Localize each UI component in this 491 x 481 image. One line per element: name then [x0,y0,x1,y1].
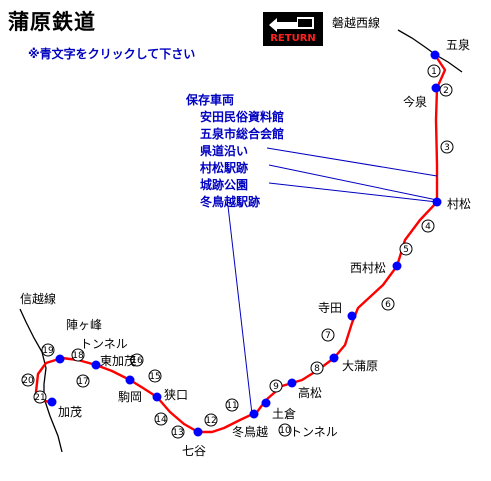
station-label-semaguchi: 狭口 [164,388,189,402]
section-marker-10: 10 [278,423,292,437]
section-marker-17: 17 [76,374,90,388]
station-label-higashikamo: 東加茂 [100,354,137,368]
station-dot-okambara [329,353,339,363]
section-marker-1: 1 [427,64,441,78]
station-label-imaizumi: 今泉 [403,95,428,109]
section-marker-14: 14 [154,412,168,426]
instruction-note: ※青文字をクリックして下さい [28,47,196,61]
preserved-cars-heading: 保存車両 [186,93,235,107]
section-marker-11: 11 [225,398,239,412]
section-marker-label: 14 [155,415,167,425]
station-label-fuyutorigoe: 冬鳥越 [232,425,269,439]
banetsu-west-line-label: 磐越西線 [332,16,381,30]
section-marker-8: 8 [310,361,324,375]
shinetsu-line [19,308,63,453]
section-marker-19: 19 [41,343,55,357]
station-label-nanatani: 七谷 [182,444,207,458]
shinetsu-line-label: 信越線 [20,292,57,306]
station-dot-gosen [430,50,440,60]
preserved-link-prefectural-road[interactable]: 県道沿い [200,144,249,158]
station-dot-nanatani [193,427,203,437]
return-label: RETURN [270,33,316,44]
section-marker-label: 15 [149,372,160,382]
station-label-takamatsu: 高松 [298,386,323,400]
station-label-okambara: 大蒲原 [342,359,379,373]
section-marker-label: 7 [325,331,331,341]
section-marker-label: 19 [42,346,54,356]
section-marker-18: 18 [71,348,85,362]
station-dot-nishimuramatsu [392,261,402,271]
station-dot-imaizumi [431,83,441,93]
leader-lines [227,147,438,415]
section-marker-7: 7 [321,328,335,342]
station-label-kamo: 加茂 [58,405,83,419]
section-marker-12: 12 [204,413,218,427]
section-marker-21: 21 [33,390,47,404]
station-dot-terada [347,311,357,321]
section-marker-label: 2 [443,86,449,96]
section-marker-label: 1 [431,67,437,77]
section-marker-label: 4 [425,222,431,232]
preserved-link-yasuda-folk-museum[interactable]: 安田民俗資料館 [200,110,285,124]
station-dot-fuyutorigoe [249,409,259,419]
section-marker-16: 16 [130,353,144,367]
station-dots [47,50,442,437]
preserved-link-muramatsu-station-site[interactable]: 村松駅跡 [200,161,249,175]
banetsu-west-line [397,29,463,73]
page-title: 蒲原鉄道 [8,10,96,34]
station-dot-jingamine [55,354,65,364]
section-marker-label: 17 [77,377,88,387]
section-marker-label: 16 [131,356,143,366]
station-label-tunnel-18: トンネル [80,337,128,351]
station-label-gosen: 五泉 [446,38,471,52]
station-dot-dokura [261,398,271,408]
station-dot-higashikamo [91,360,101,370]
section-marker-label: 9 [273,382,279,392]
station-dot-komaoka [125,375,135,385]
section-marker-2: 2 [439,83,453,97]
section-marker-label: 20 [22,376,34,386]
section-marker-label: 8 [314,364,320,374]
preserved-link-fuyutorigoe-station-site[interactable]: 冬鳥越駅跡 [200,195,261,209]
station-label-jingamine: 陣ヶ峰 [66,318,103,332]
section-marker-label: 5 [403,245,409,255]
section-marker-label: 12 [205,416,216,426]
return-button[interactable]: RETURN [263,12,323,46]
section-marker-13: 13 [171,425,185,439]
section-marker-label: 13 [172,428,183,438]
section-marker-6: 6 [381,297,395,311]
section-marker-20: 20 [21,373,35,387]
station-label-muramatsu: 村松 [447,197,472,211]
preserved-link-gosen-civic-hall[interactable]: 五泉市総合会館 [200,127,285,141]
section-marker-label: 18 [72,351,84,361]
section-marker-15: 15 [148,369,162,383]
section-marker-4: 4 [421,219,435,233]
return-arrow-icon [269,17,314,32]
station-dot-semaguchi [152,392,162,402]
station-label-tunnel-10: トンネル [290,425,338,439]
section-marker-label: 10 [279,426,291,436]
section-marker-3: 3 [440,140,454,154]
section-marker-label: 6 [385,300,391,310]
section-marker-9: 9 [269,379,283,393]
station-dot-muramatsu [432,197,442,207]
station-label-dokura: 土倉 [272,407,297,421]
section-marker-label: 11 [226,401,237,411]
section-marker-5: 5 [399,242,413,256]
station-dot-kamo [47,397,57,407]
station-label-komaoka: 駒岡 [118,390,143,404]
station-label-nishimuramatsu: 西村松 [350,261,387,275]
section-marker-label: 21 [34,393,45,403]
section-marker-label: 3 [444,143,450,153]
station-dot-takamatsu [287,378,297,388]
station-label-terada: 寺田 [318,301,343,315]
preserved-link-castle-park[interactable]: 城跡公園 [200,178,249,192]
